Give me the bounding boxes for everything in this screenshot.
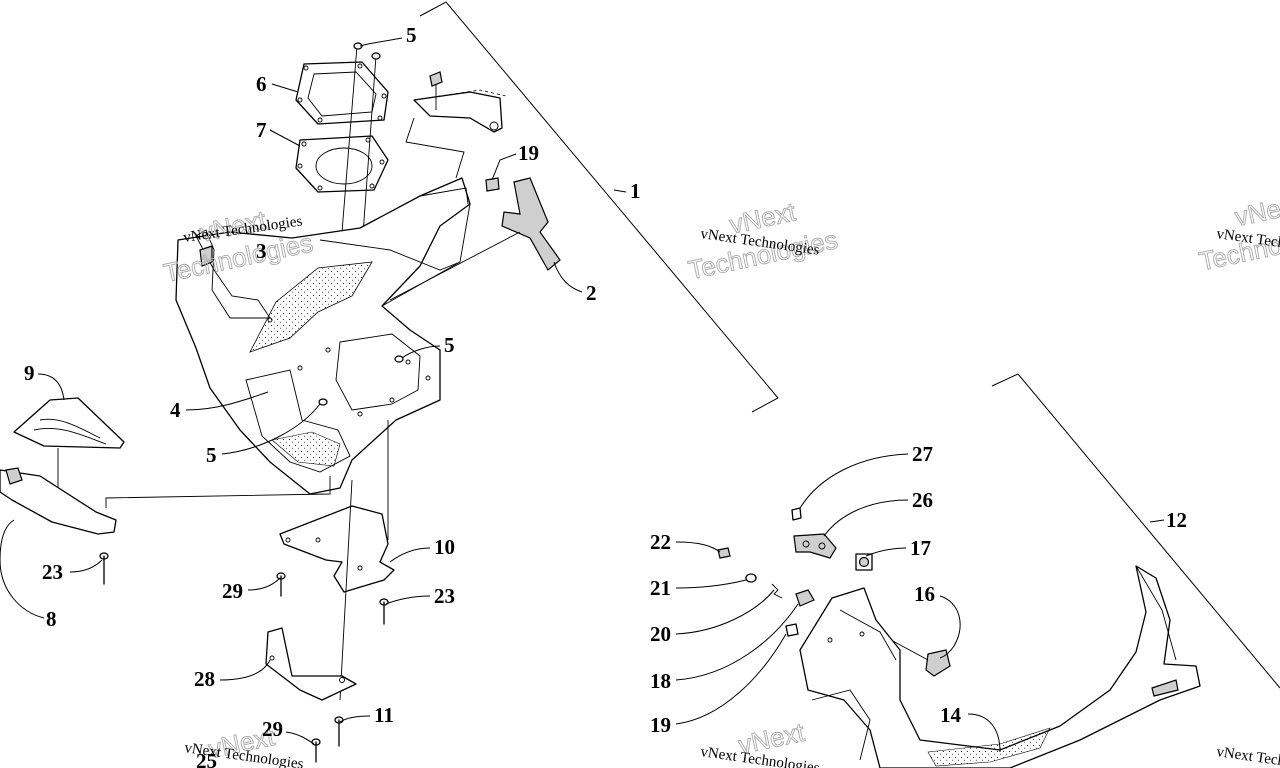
clip-19-bottom [785, 623, 799, 637]
callout-12: 12 [1166, 508, 1187, 532]
callout-8: 8 [46, 607, 57, 631]
svg-text:vNext: vNext [1232, 189, 1280, 232]
callout-23-left: 23 [42, 560, 63, 584]
callout-25: 25 [196, 749, 217, 768]
hood-panel-14 [799, 565, 1201, 768]
callout-23-right: 23 [434, 584, 455, 608]
bracket-28 [265, 627, 357, 701]
screw-22 [717, 547, 731, 559]
washer-21 [745, 573, 757, 583]
upper-bracket [405, 71, 507, 179]
fastener-29-left [276, 572, 286, 597]
grip-2 [389, 177, 561, 301]
hood-lower-stipple [271, 431, 341, 467]
fastener-23-left [99, 552, 109, 585]
assembly-bracket-1 [419, 1, 779, 413]
callout-18: 18 [650, 669, 671, 693]
callout-17: 17 [910, 536, 931, 560]
callout-11: 11 [374, 703, 394, 727]
callout-5-mid: 5 [444, 333, 455, 357]
bracket-26 [793, 533, 837, 559]
callout-19-bottom: 19 [650, 713, 671, 737]
clip-27 [791, 507, 802, 521]
callout-labels: 1 2 3 4 5 5 5 6 7 8 9 10 11 12 14 16 17 … [24, 23, 1187, 768]
pad-9 [13, 397, 125, 498]
callout-2: 2 [586, 281, 597, 305]
spring-20 [771, 583, 783, 599]
callout-7: 7 [256, 118, 267, 142]
callout-29-bottom: 29 [262, 717, 283, 741]
callout-21: 21 [650, 576, 671, 600]
gasket-7 [295, 135, 389, 193]
hood-panel-4 [175, 177, 471, 495]
side-panel-8 [0, 467, 331, 535]
callout-9: 9 [24, 361, 35, 385]
clip-3 [199, 245, 213, 267]
callout-6: 6 [256, 72, 267, 96]
assembly-bracket-12 [991, 373, 1019, 387]
grommet-18 [795, 589, 815, 607]
callout-4: 4 [170, 398, 181, 422]
nut-17 [855, 553, 873, 571]
watermark-bottom-right-name: vNext Technologies [1215, 744, 1280, 768]
callout-19-top: 19 [518, 141, 539, 165]
callout-16: 16 [914, 582, 935, 606]
callout-22: 22 [650, 530, 671, 554]
fastener-23-right [379, 598, 389, 625]
callout-1: 1 [630, 179, 641, 203]
callout-5-low: 5 [206, 443, 217, 467]
leader-lines [0, 37, 1165, 753]
washer-5-low [318, 398, 328, 406]
assembly-bracket-12-diag [1017, 373, 1280, 689]
shield-10 [279, 420, 395, 701]
callout-29-left: 29 [222, 579, 243, 603]
callout-28: 28 [194, 667, 215, 691]
callout-3: 3 [256, 239, 267, 263]
clip-19-top [485, 177, 500, 192]
fastener-29-bottom [311, 738, 321, 763]
hood-stipple-area [249, 261, 373, 353]
callout-10: 10 [434, 535, 455, 559]
callout-20: 20 [650, 622, 671, 646]
washer-5-top-b [371, 52, 381, 60]
callout-27: 27 [912, 442, 933, 466]
callout-26: 26 [912, 488, 933, 512]
gasket-6 [295, 61, 389, 125]
callout-14: 14 [940, 703, 962, 727]
washer-5-mid [394, 355, 404, 363]
callout-5-top: 5 [406, 23, 417, 47]
